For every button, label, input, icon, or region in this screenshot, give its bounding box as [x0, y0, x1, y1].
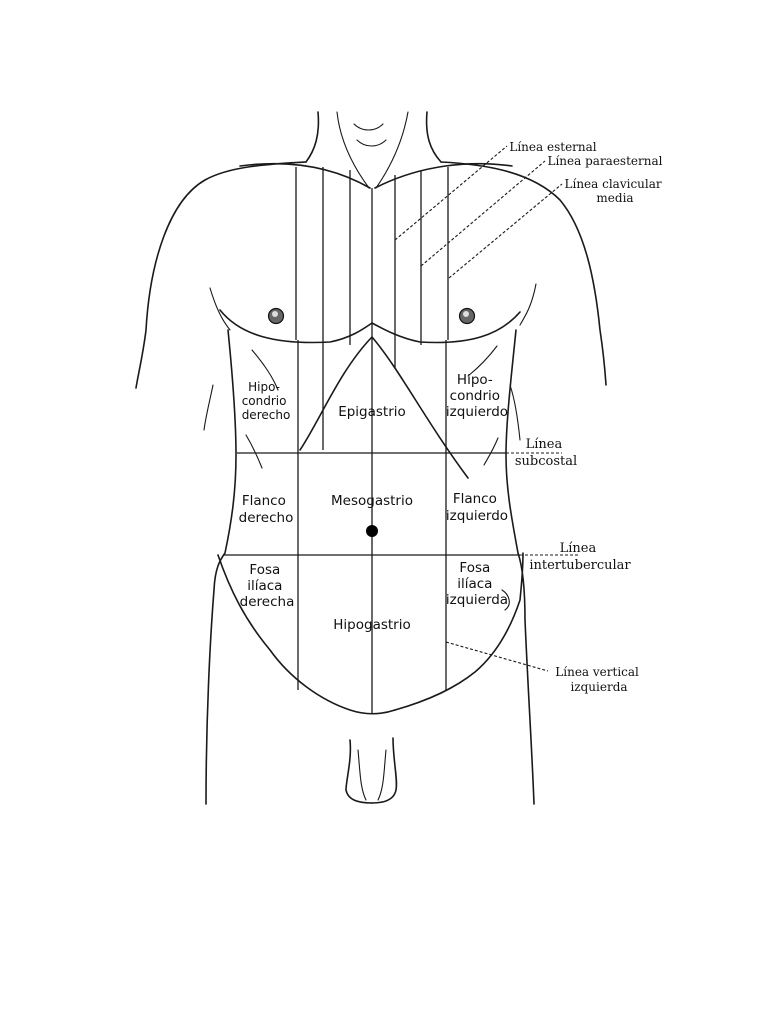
- neck-right: [427, 112, 441, 162]
- genital-inner-right: [378, 750, 386, 800]
- genital-left: [346, 740, 372, 803]
- nipple-right-highlight: [463, 311, 469, 317]
- label-fosa-iliaca-derecha: Fosa ilíaca derecha: [240, 562, 295, 610]
- label-epigastrio: Epigastrio: [338, 404, 406, 420]
- waist-crease-right: [484, 438, 498, 465]
- nipple-left-highlight: [272, 311, 278, 317]
- label-linea-clavicular-media: Línea clavicular media: [565, 177, 666, 205]
- rib-hint-left: [204, 385, 213, 430]
- leader-clavicular: [449, 184, 562, 278]
- arm-inner-right: [520, 284, 536, 325]
- rib-hint-right: [510, 385, 520, 440]
- flank-left: [206, 330, 236, 804]
- clavicle-notch-2: [357, 140, 386, 146]
- arm-inner-left: [210, 288, 230, 330]
- region-labels: Hipo- condrio derecho Epigastrio Hipo- c…: [239, 372, 508, 633]
- label-hipocondrio-derecho: Hipo- condrio derecho: [242, 380, 291, 422]
- label-mesogastrio: Mesogastrio: [331, 493, 413, 509]
- genital-inner-left: [358, 750, 366, 800]
- label-hipogastrio: Hipogastrio: [333, 617, 410, 633]
- label-flanco-izquierdo: Flanco izquierdo: [446, 491, 508, 524]
- umbilicus: [366, 525, 378, 537]
- label-flanco-derecho: Flanco derecho: [239, 493, 294, 526]
- shoulder-left: [136, 162, 306, 388]
- label-fosa-iliaca-izquierda: Fosa ilíaca izquierda: [446, 560, 508, 608]
- waist-crease-left: [246, 435, 262, 468]
- pectoral-right: [372, 312, 520, 343]
- label-linea-paraesternal: Línea paraesternal: [548, 154, 663, 168]
- label-linea-intertubercular: Línea intertubercular: [529, 541, 631, 573]
- neck-front-left: [337, 112, 369, 188]
- reference-line-labels: Línea esternal Línea paraesternal Línea …: [509, 140, 665, 694]
- label-linea-vertical-izquierda: Línea vertical izquierda: [555, 665, 642, 694]
- label-linea-esternal: Línea esternal: [509, 140, 596, 154]
- pelvis-left: [218, 555, 395, 714]
- clavicle-notch-1: [354, 124, 383, 130]
- label-hipocondrio-izquierdo: Hipo- condrio izquierdo: [446, 372, 508, 420]
- shoulder-right: [441, 162, 606, 385]
- neck-left: [306, 112, 318, 162]
- leader-esternal: [395, 146, 507, 240]
